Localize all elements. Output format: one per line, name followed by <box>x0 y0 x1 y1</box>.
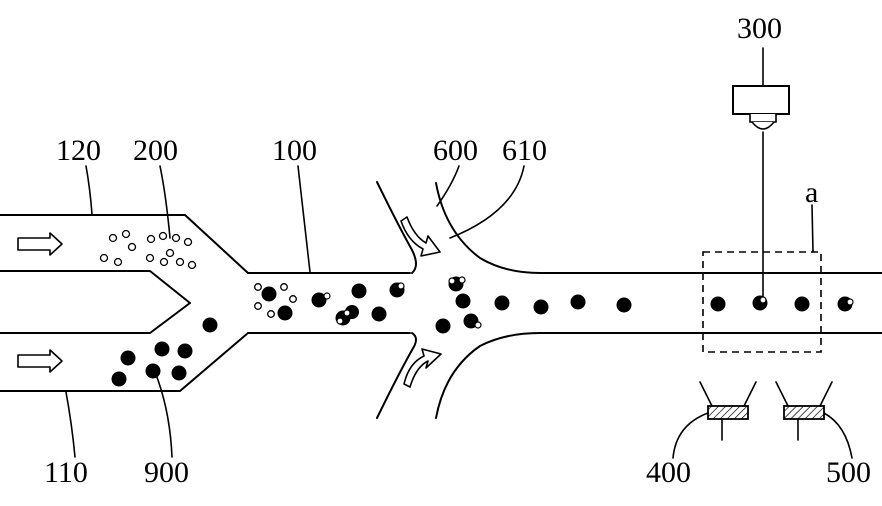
hatched-detector-icon <box>699 381 757 441</box>
label-100: 100 <box>272 134 317 167</box>
label-610: 610 <box>502 134 547 167</box>
inlet-channels <box>0 214 411 392</box>
label-120: 120 <box>56 134 101 167</box>
label-900: 900 <box>144 456 189 489</box>
label-400: 400 <box>646 456 691 489</box>
label-300: 300 <box>737 12 782 45</box>
curved-arrow-icon <box>400 216 441 257</box>
label-a: a <box>805 176 818 209</box>
label-110: 110 <box>44 456 88 489</box>
hatched-detector-icon <box>775 381 833 441</box>
right-arrow-icon <box>17 349 63 373</box>
bound-particles <box>323 276 854 329</box>
large-particles <box>111 276 853 387</box>
curved-arrow-icon <box>403 348 442 388</box>
lamp-icon <box>732 47 790 297</box>
right-arrow-icon <box>17 232 63 256</box>
small-particles <box>99 229 297 318</box>
leader-lines <box>65 165 853 459</box>
label-600: 600 <box>433 134 478 167</box>
detection-region-box <box>702 251 822 353</box>
label-500: 500 <box>826 456 871 489</box>
label-200: 200 <box>133 134 178 167</box>
sheath-channel-walls <box>376 181 882 419</box>
